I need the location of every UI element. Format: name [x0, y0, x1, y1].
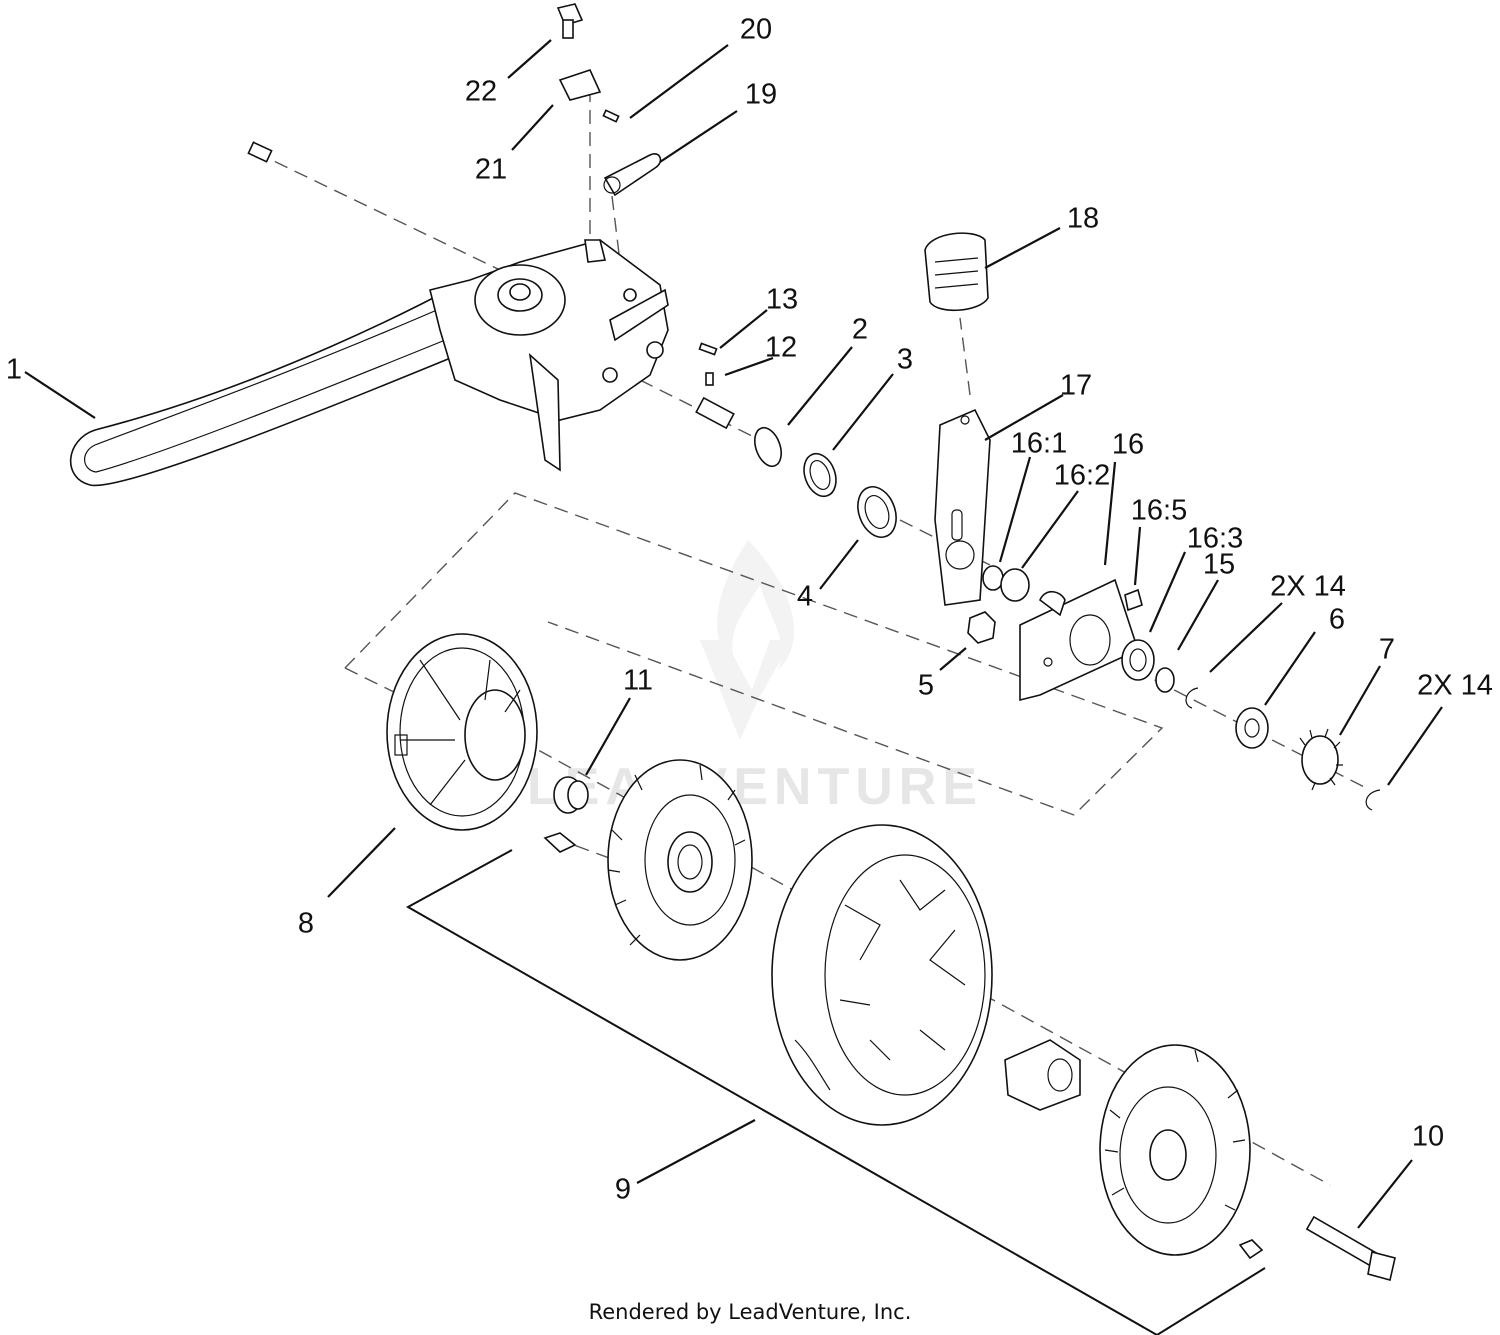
callout-15: 15 [1202, 548, 1236, 581]
mounting-clip [558, 69, 602, 101]
callout-19: 19 [744, 78, 778, 111]
rear-wheel-cover [386, 633, 538, 831]
callout-1: 1 [5, 353, 23, 386]
axle-bolt [1305, 1215, 1396, 1281]
callout-2x-14-upper: 2X 14 [1270, 570, 1346, 603]
height-adjust-plate [934, 408, 991, 606]
adjuster-knob [924, 232, 989, 312]
axle-stub [695, 396, 735, 430]
thrust-washer [1155, 667, 1175, 693]
spacer-small [982, 565, 1004, 591]
callout-11: 11 [622, 664, 654, 697]
ball-bearing [1121, 639, 1155, 681]
key [698, 342, 718, 356]
callout-17: 17 [1059, 369, 1093, 402]
wheel-hub-insert [1004, 1039, 1081, 1111]
callout-13: 13 [765, 283, 799, 316]
callout-6: 6 [1328, 603, 1346, 636]
callout-8: 8 [297, 907, 315, 940]
axle-nut [1238, 1239, 1264, 1260]
shift-lever [603, 153, 662, 197]
outer-hub-cap [1099, 1044, 1251, 1256]
callout-16: 16 [1111, 428, 1145, 461]
callout-5: 5 [917, 669, 935, 702]
callout-7: 7 [1378, 633, 1396, 666]
bearing-bracket [1019, 578, 1139, 702]
render-credit: Rendered by LeadVenture, Inc. [588, 1300, 912, 1324]
grease-fitting [1124, 588, 1143, 612]
transmission-drive-unit [69, 141, 669, 487]
callout-leaders [24, 39, 1443, 1229]
watermark-logo-icon [700, 540, 795, 740]
spring-pin [705, 372, 714, 386]
hex-bolt [556, 3, 584, 39]
callout-16-3: 16:3 [1186, 522, 1244, 555]
spacer-large [1000, 568, 1030, 602]
wheel-bushing [553, 776, 589, 814]
tire [771, 824, 993, 1126]
washer [803, 452, 837, 498]
callout-20: 20 [739, 13, 773, 46]
callout-4: 4 [796, 580, 814, 613]
nut [967, 611, 996, 644]
callout-22: 22 [464, 75, 498, 108]
callout-2: 2 [851, 313, 869, 346]
pinion-gear [1299, 728, 1343, 791]
hub-bolt [543, 832, 577, 853]
callout-16-5: 16:5 [1130, 494, 1188, 527]
roll-pin [602, 109, 620, 123]
flat-washer [1235, 707, 1269, 749]
callout-21: 21 [474, 153, 508, 186]
e-clip-inner [1185, 687, 1199, 709]
wheel-assembly-bracket [405, 849, 1266, 1335]
callout-18: 18 [1066, 202, 1100, 235]
retaining-ring [754, 426, 782, 468]
callout-16-1: 16:1 [1010, 427, 1068, 460]
watermark-text: LEADVENTURE [526, 758, 984, 816]
bushing [857, 486, 897, 538]
callout-16-2: 16:2 [1053, 459, 1111, 492]
callout-12: 12 [764, 331, 798, 364]
e-clip-outer [1365, 789, 1381, 811]
inner-hub-cap [607, 759, 753, 961]
callout-2x-14-lower: 2X 14 [1417, 669, 1493, 702]
callout-9: 9 [614, 1173, 632, 1206]
callout-3: 3 [896, 343, 914, 376]
callout-10: 10 [1411, 1120, 1445, 1153]
